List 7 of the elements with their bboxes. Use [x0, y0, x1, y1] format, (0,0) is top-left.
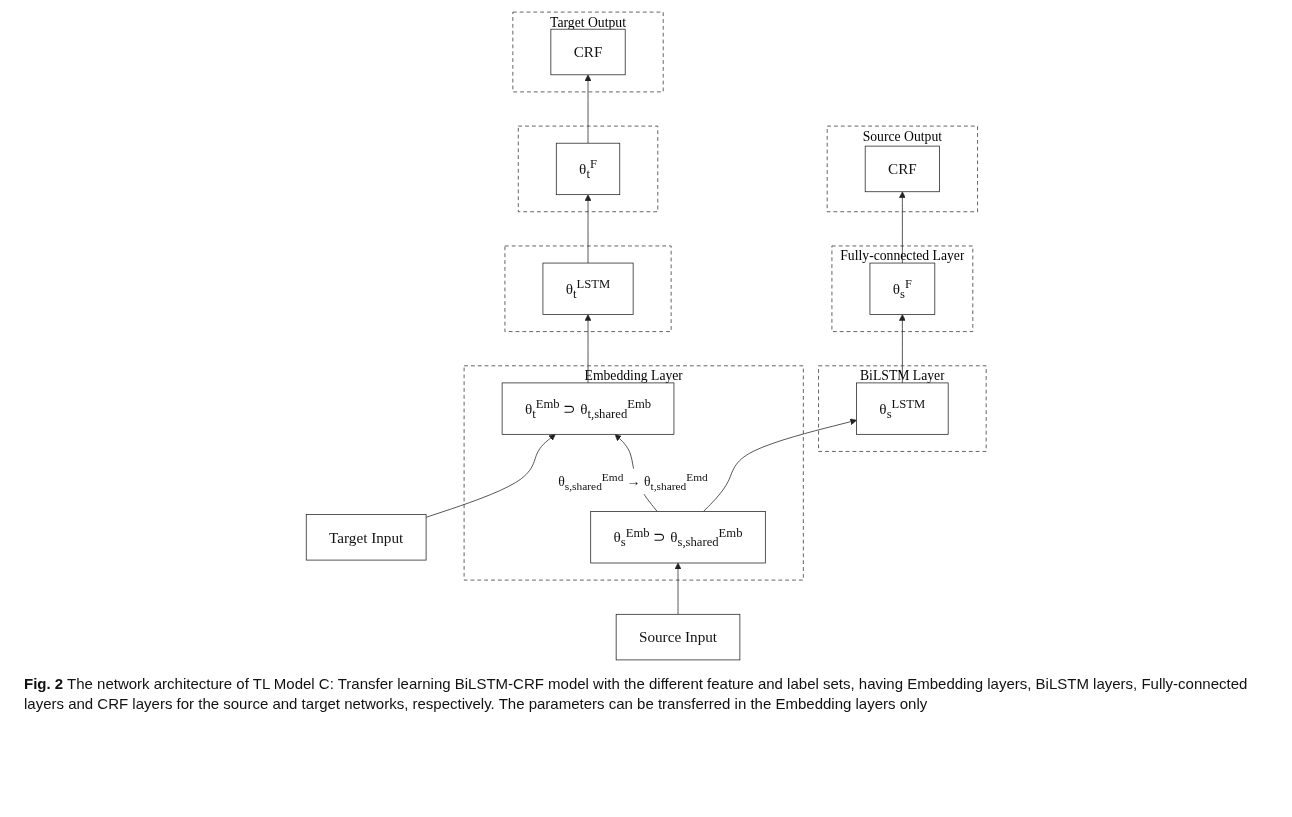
node-box: Target Input	[305, 514, 427, 561]
node-box: CRF	[864, 145, 940, 193]
node-box: CRF	[550, 28, 626, 76]
cluster	[504, 245, 672, 332]
figure-caption: Fig. 2 The network architecture of TL Model C: Transfer learning BiLSTM-CRF model with the different feature and label sets, having Embedding layers, BiLSTM layers, Fully-connected layers and CRF layers for the source and target networks, respectively. The parameters can be transferred in the Embedding layers only	[24, 674, 1249, 715]
node-box: Source Input	[615, 613, 741, 661]
cluster	[517, 125, 658, 213]
